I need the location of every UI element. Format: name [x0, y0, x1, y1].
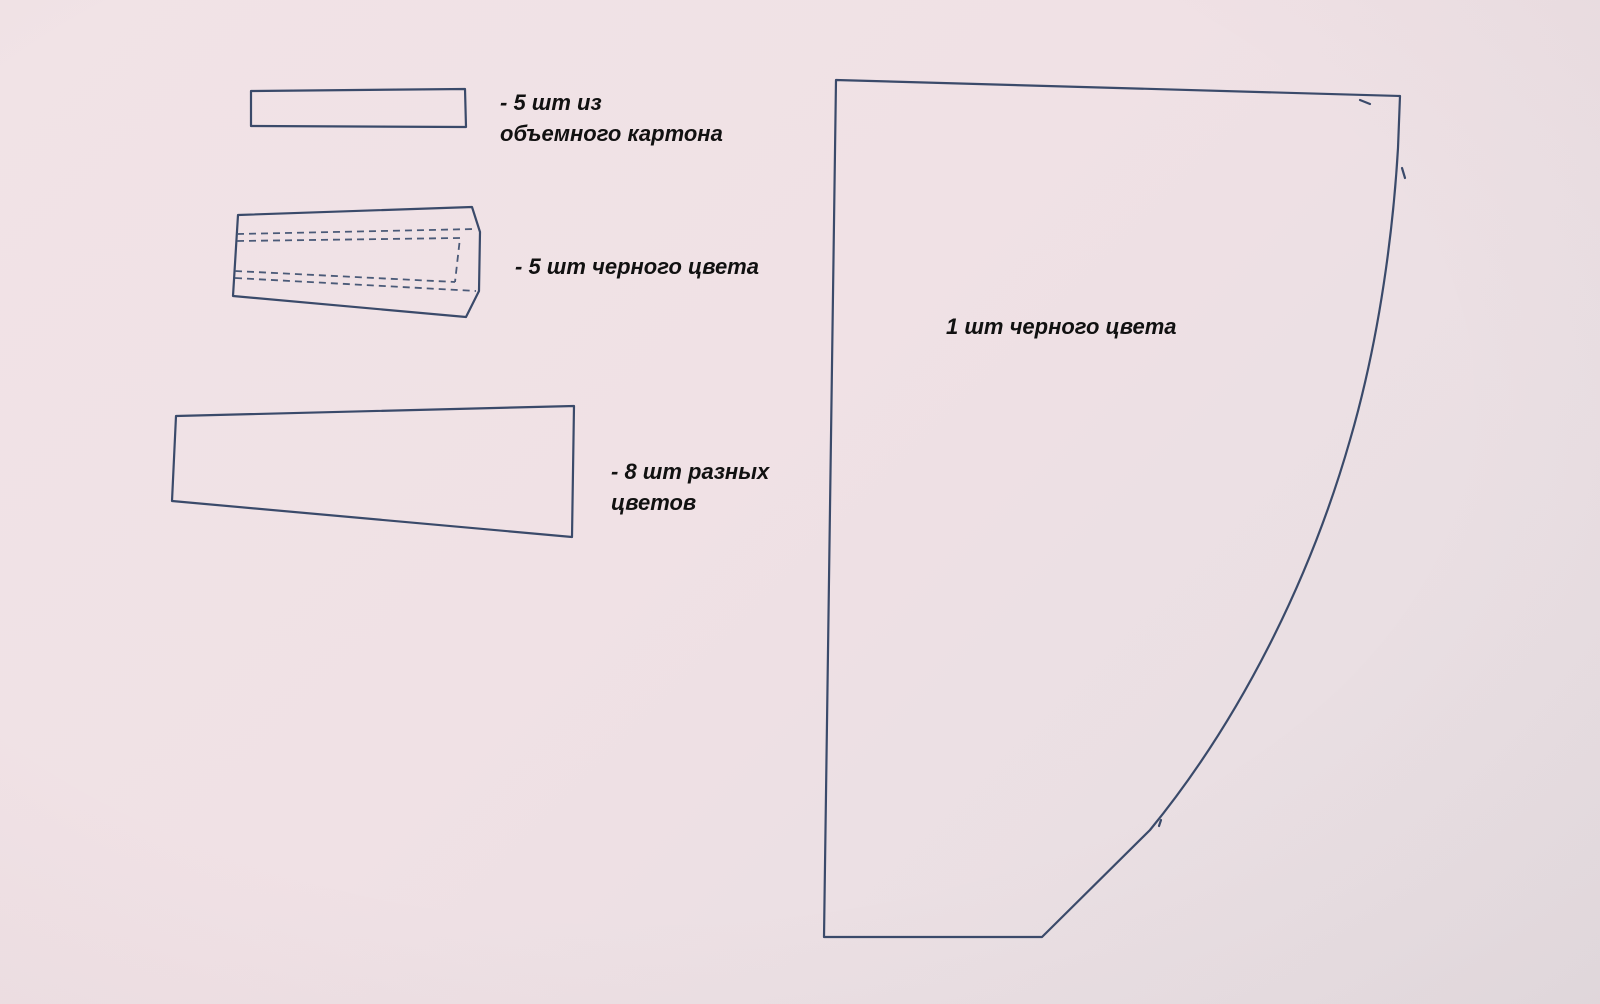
- piece-3-label: - 8 шт разных цветов: [611, 456, 769, 518]
- piece-1-outline: [249, 87, 468, 129]
- piece-3-outline: [170, 404, 576, 539]
- piece-3-label-line-2: цветов: [611, 490, 697, 515]
- piece-4-outline: [822, 78, 1402, 939]
- piece-3-label-line-1: - 8 шт разных: [611, 459, 770, 484]
- pen-mark: [1400, 166, 1407, 180]
- pen-mark: [1157, 818, 1163, 828]
- pen-mark: [1358, 98, 1372, 106]
- piece-2-label-line-1: - 5 шт черного цвета: [515, 254, 759, 279]
- piece-1-label: - 5 шт из объемного картона: [500, 87, 723, 149]
- piece-2-label: - 5 шт черного цвета: [515, 251, 759, 282]
- piece-4-label-line-1: 1 шт черного цвета: [946, 314, 1177, 339]
- piece-1-label-line-2: объемного картона: [500, 121, 723, 146]
- piece-4-label: 1 шт черного цвета: [946, 311, 1177, 342]
- piece-1-label-line-1: - 5 шт из: [500, 90, 602, 115]
- piece-2-outline: [231, 205, 482, 319]
